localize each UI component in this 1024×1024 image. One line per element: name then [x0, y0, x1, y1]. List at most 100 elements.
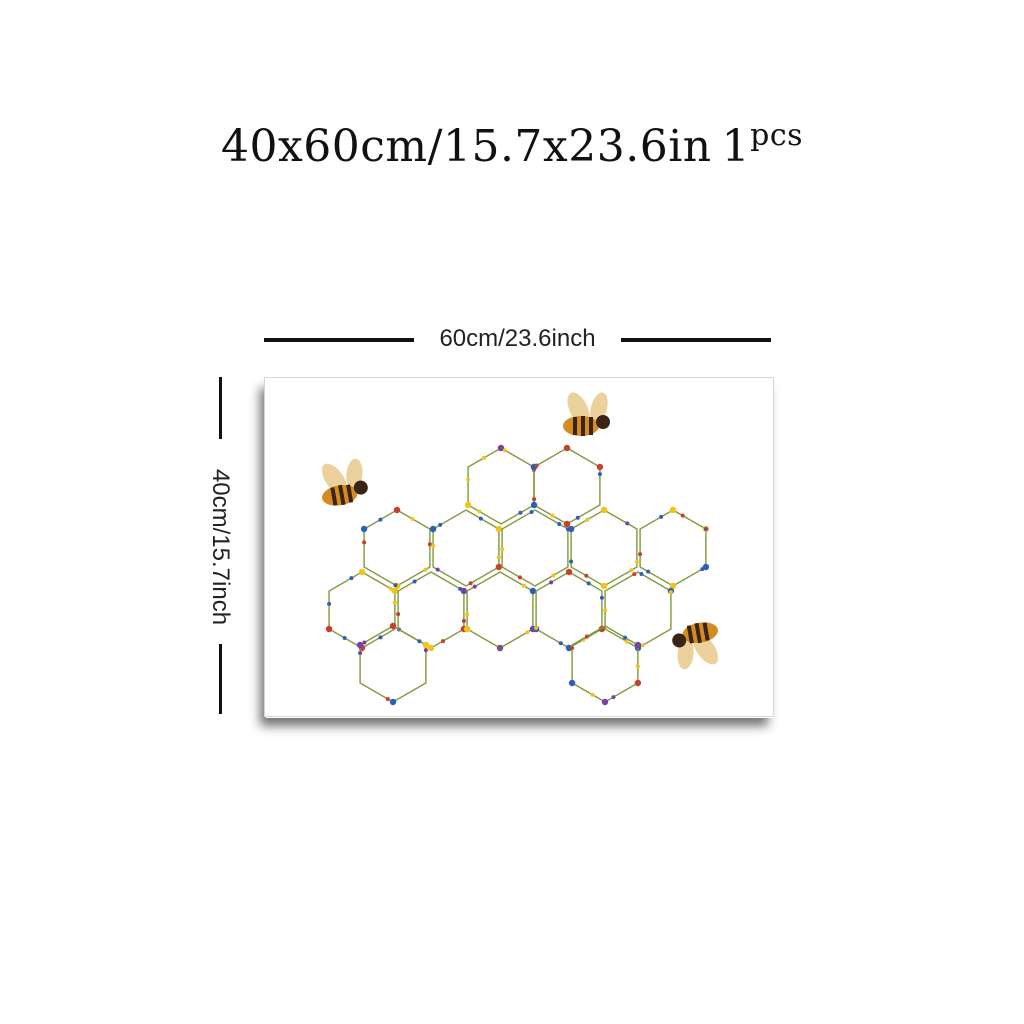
- honeycomb-cell: [359, 625, 427, 703]
- flower-icon: [362, 640, 367, 645]
- flower-icon: [549, 580, 554, 585]
- flower-icon: [417, 639, 422, 644]
- flower-icon: [423, 648, 428, 653]
- flower-icon: [565, 644, 573, 652]
- bee-top: [563, 392, 610, 436]
- flower-icon: [596, 463, 604, 471]
- flower-icon: [640, 643, 645, 648]
- flower-icon: [521, 583, 526, 588]
- flower-icon: [389, 698, 397, 706]
- size-text: 40x60cm/15.7x23.6in: [220, 121, 712, 172]
- flower-icon: [569, 559, 574, 564]
- flower-icon: [601, 698, 609, 706]
- honeycomb-cell: [639, 509, 707, 587]
- flower-icon: [438, 522, 443, 527]
- flower-icon: [423, 567, 428, 572]
- flower-icon: [495, 563, 503, 571]
- flower-icon: [389, 622, 397, 630]
- flower-icon: [378, 517, 383, 522]
- flower-icon: [327, 601, 332, 606]
- flower-icon: [600, 582, 608, 590]
- width-dimension: 60cm/23.6inch: [264, 324, 771, 354]
- quantity-text: 1: [721, 121, 751, 172]
- flower-icon: [392, 600, 397, 605]
- flower-icon: [502, 448, 507, 453]
- flower-icon: [590, 692, 595, 697]
- flower-icon: [565, 568, 573, 576]
- flower-icon: [441, 639, 446, 644]
- flower-icon: [529, 587, 537, 595]
- bee-stripe: [581, 416, 585, 436]
- flower-icon: [529, 509, 534, 514]
- flower-icon: [525, 630, 530, 635]
- flower-icon: [497, 645, 502, 650]
- flower-icon: [412, 579, 417, 584]
- flower-icon: [482, 455, 487, 460]
- flower-icon: [568, 679, 576, 687]
- flower-icon: [623, 635, 628, 640]
- flower-icon: [567, 525, 575, 533]
- bee-stripe: [338, 484, 346, 506]
- flower-icon: [534, 625, 539, 630]
- flower-icon: [634, 641, 642, 649]
- flower-icon: [463, 625, 471, 633]
- honeycomb-cell: [604, 571, 672, 649]
- flower-icon: [550, 513, 555, 518]
- flower-icon: [634, 679, 642, 687]
- flower-icon: [496, 555, 501, 560]
- flower-icon: [530, 501, 538, 509]
- flower-icon: [410, 516, 415, 521]
- flower-icon: [385, 696, 390, 701]
- flower-icon: [597, 472, 602, 477]
- height-label: 40cm/15.7inch: [207, 468, 234, 626]
- bee-stripe: [686, 625, 694, 644]
- flower-icon: [358, 650, 363, 655]
- width-line-right: [621, 338, 771, 342]
- flower-icon: [391, 587, 399, 595]
- honeycomb-cell: [466, 571, 534, 649]
- flower-icon: [342, 635, 347, 640]
- flower-icon: [461, 618, 466, 623]
- flower-icon: [600, 506, 608, 514]
- flower-icon: [575, 515, 580, 520]
- width-label: 60cm/23.6inch: [439, 325, 596, 352]
- bee-stripe: [694, 622, 702, 644]
- honeycomb-cell: [535, 571, 603, 649]
- bee-left: [321, 458, 368, 506]
- flower-icon: [518, 510, 523, 515]
- flower-icon: [517, 575, 522, 580]
- flower-icon: [639, 571, 644, 576]
- canvas-print: [264, 377, 774, 717]
- flower-icon: [472, 584, 477, 589]
- flower-icon: [349, 576, 354, 581]
- height-line-top: [219, 377, 222, 439]
- flower-icon: [464, 501, 472, 509]
- flower-icon: [422, 641, 430, 649]
- flower-icon: [551, 573, 556, 578]
- flower-icon: [599, 595, 604, 600]
- flower-icon: [429, 525, 437, 533]
- flower-icon: [431, 543, 436, 548]
- flower-icon: [358, 568, 366, 576]
- flower-icon: [465, 612, 470, 617]
- flower-icon: [638, 552, 643, 557]
- flower-icon: [396, 612, 401, 617]
- flower-icon: [563, 520, 571, 528]
- flower-icon: [570, 645, 575, 650]
- flower-icon: [586, 581, 591, 586]
- flower-icon: [702, 563, 710, 571]
- flower-icon: [360, 525, 368, 533]
- flower-icon: [477, 509, 482, 514]
- honeycomb-cell: [397, 571, 465, 649]
- flower-icon: [557, 522, 562, 527]
- flower-icon: [585, 517, 590, 522]
- bee-right: [672, 622, 719, 670]
- flower-icon: [625, 521, 630, 526]
- bee-stripe: [346, 484, 354, 503]
- flower-icon: [466, 477, 471, 482]
- flower-icon: [497, 444, 505, 452]
- honeycomb-cell: [570, 509, 638, 587]
- bee-stripe: [573, 417, 577, 435]
- honeycomb-artwork: [321, 392, 719, 706]
